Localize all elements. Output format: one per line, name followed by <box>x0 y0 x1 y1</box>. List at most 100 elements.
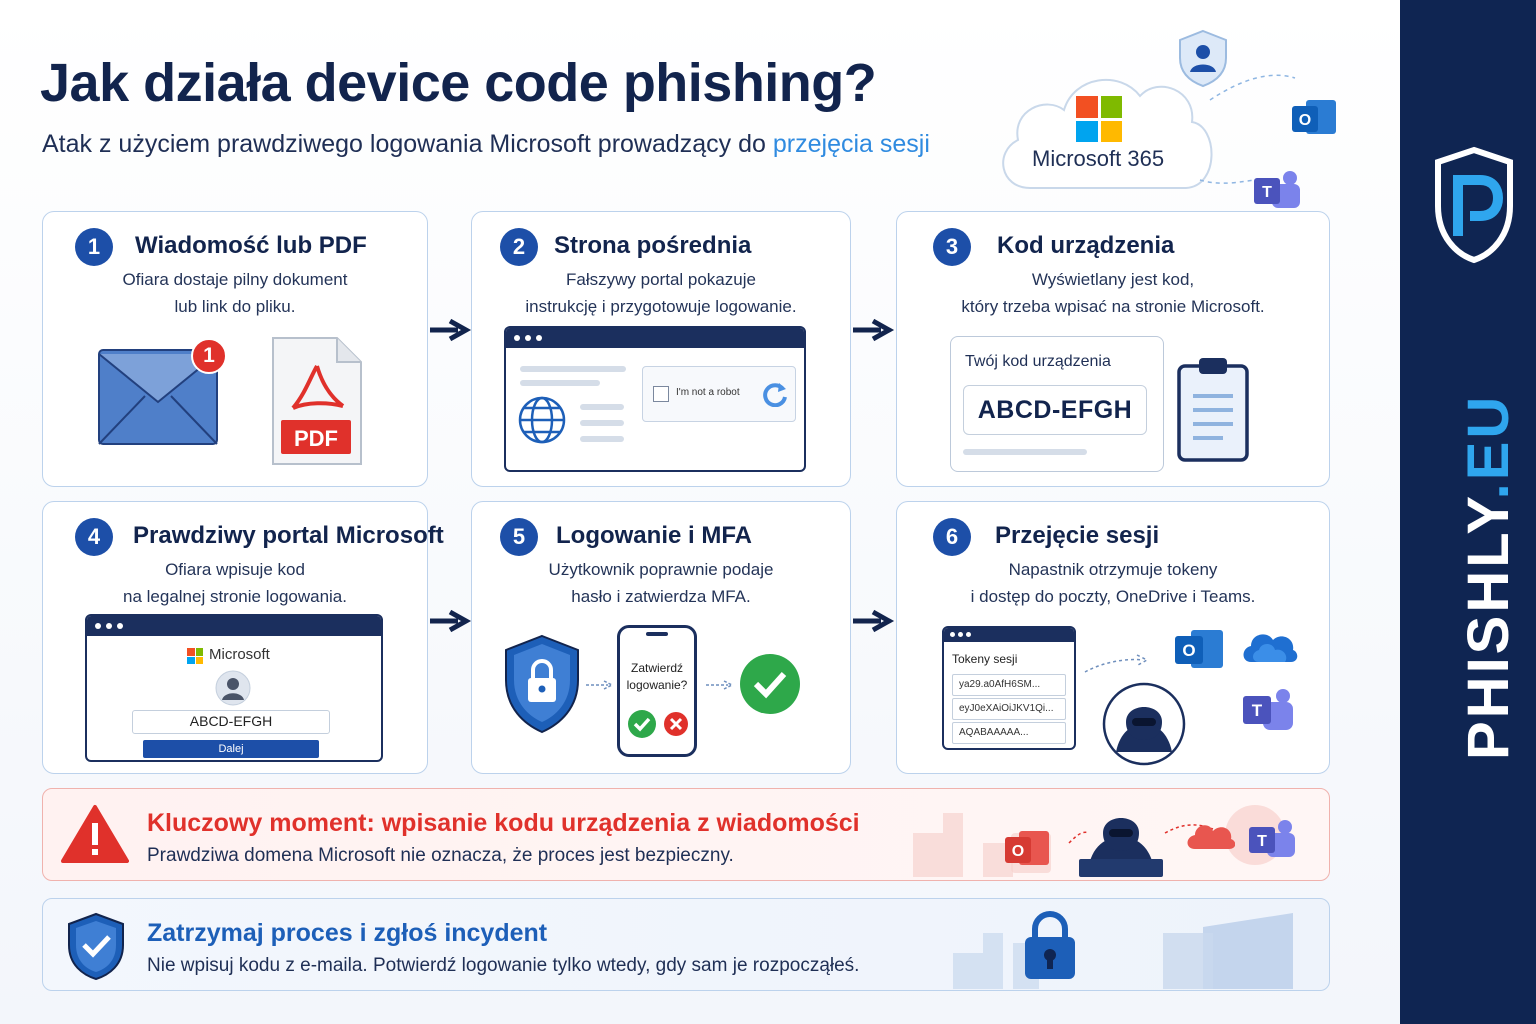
hacker-icon <box>1102 682 1186 766</box>
step-description: Napastnik otrzymuje tokeny i dostęp do p… <box>897 556 1329 610</box>
advice-title: Zatrzymaj proces i zgłoś incydent <box>147 919 548 947</box>
step-title: Przejęcie sesji <box>995 522 1160 549</box>
svg-text:T: T <box>1257 833 1267 850</box>
window-titlebar <box>944 628 1074 642</box>
fake-portal-window: I'm not a robot <box>504 326 806 472</box>
captcha-label: I'm not a robot <box>676 387 740 398</box>
placeholder-line <box>580 420 624 426</box>
phone-speaker <box>646 632 668 636</box>
dashed-arrow-icon <box>1084 654 1149 673</box>
outlook-icon: O <box>1292 100 1336 134</box>
approve-icon[interactable] <box>626 708 658 740</box>
step-description-line: na legalnej stronie logowania. <box>123 587 347 606</box>
step-description-line: Użytkownik poprawnie podaje <box>548 560 774 579</box>
page-subtitle: Atak z użyciem prawdziwego logowania Mic… <box>42 130 930 159</box>
step-description-line: Fałszywy portal pokazuje <box>566 270 756 289</box>
teams-icon: T <box>1249 820 1295 857</box>
step-description-line: instrukcję i przygotowuje logowanie. <box>525 297 797 316</box>
placeholder-line <box>580 404 624 410</box>
onedrive-icon <box>1243 634 1298 662</box>
advice-banner: Zatrzymaj proces i zgłoś incydent Nie wp… <box>42 898 1330 991</box>
step-card-3: 3 Kod urządzenia Wyświetlany jest kod, k… <box>896 211 1330 487</box>
phishly-logo-icon <box>1435 146 1513 264</box>
dashed-arrow-icon <box>586 680 614 690</box>
device-code-input[interactable]: ABCD-EFGH <box>132 710 330 734</box>
brand-tld: EU <box>1456 393 1521 481</box>
recaptcha-icon <box>763 383 787 407</box>
brand-name: PHISHLY <box>1456 499 1521 760</box>
step-card-6: 6 Przejęcie sesji Napastnik otrzymuje to… <box>896 501 1330 774</box>
step-number: 6 <box>933 518 971 556</box>
step-description: Użytkownik poprawnie podaje hasło i zatw… <box>472 556 850 610</box>
svg-text:O: O <box>1299 112 1311 129</box>
step-number: 1 <box>75 228 113 266</box>
step-card-1: 1 Wiadomość lub PDF Ofiara dostaje pilny… <box>42 211 428 487</box>
placeholder-line <box>520 380 600 386</box>
session-token: eyJ0eXAiOiJKV1Qi... <box>952 698 1066 720</box>
warning-text: Prawdziwa domena Microsoft nie oznacza, … <box>147 845 734 866</box>
step-description-line: Wyświetlany jest kod, <box>1031 270 1195 289</box>
warning-icon <box>61 805 129 863</box>
step-description-line: i dostęp do poczty, OneDrive i Teams. <box>970 587 1256 606</box>
subtitle-highlight: przejęcia sesji <box>772 130 930 158</box>
outlook-icon: O <box>1005 831 1049 865</box>
placeholder-line <box>963 449 1087 455</box>
flow-arrow-icon <box>853 318 895 342</box>
microsoft-brand-label: Microsoft <box>209 646 270 663</box>
session-token: AQABAAAAA... <box>952 722 1066 744</box>
captcha-box[interactable]: I'm not a robot <box>642 366 796 422</box>
flow-arrow-icon <box>430 318 472 342</box>
phone-mfa-prompt: Zatwierdź logowanie? <box>617 625 697 757</box>
step-description-line: Ofiara wpisuje kod <box>165 560 305 579</box>
warning-title: Kluczowy moment: wpisanie kodu urządzeni… <box>147 809 860 837</box>
step-title: Wiadomość lub PDF <box>135 232 367 259</box>
pdf-file-icon <box>272 337 362 465</box>
mfa-prompt-line: logowanie? <box>626 678 688 692</box>
page-title: Jak działa device code phishing? <box>40 53 877 113</box>
subtitle-prefix: Atak z użyciem prawdziwego logowania Mic… <box>42 130 773 158</box>
step-title: Logowanie i MFA <box>556 522 752 549</box>
globe-icon <box>518 396 566 444</box>
microsoft-365-cloud: Microsoft 365 O T <box>990 29 1350 210</box>
device-code-panel: Twój kod urządzenia ABCD-EFGH <box>950 336 1164 472</box>
step-card-2: 2 Strona pośrednia Fałszywy portal pokaz… <box>471 211 851 487</box>
window-titlebar <box>506 328 804 348</box>
warning-banner: Kluczowy moment: wpisanie kodu urządzeni… <box>42 788 1330 881</box>
svg-text:O: O <box>1182 641 1195 660</box>
step-description-line: hasło i zatwierdza MFA. <box>571 587 751 606</box>
svg-text:O: O <box>1012 843 1024 860</box>
session-token: ya29.a0AfH6SM... <box>952 674 1066 696</box>
outlook-icon: O <box>1175 630 1223 668</box>
lock-shield-icon <box>505 634 579 734</box>
clipboard-icon <box>1177 358 1249 462</box>
step-description-line: Ofiara dostaje pilny dokument <box>122 270 348 289</box>
step-description: Ofiara dostaje pilny dokument lub link d… <box>43 266 427 320</box>
step-description-line: który trzeba wpisać na stronie Microsoft… <box>961 297 1265 316</box>
svg-text:T: T <box>1262 184 1272 201</box>
step-title: Prawdziwy portal Microsoft <box>133 522 444 549</box>
onedrive-icon <box>1187 825 1235 849</box>
window-titlebar <box>87 616 381 636</box>
tokens-title: Tokeny sesji <box>952 652 1018 666</box>
step-number: 5 <box>500 518 538 556</box>
dashed-arrow-icon <box>706 680 734 690</box>
step-description-line: Napastnik otrzymuje tokeny <box>1008 560 1218 579</box>
avatar-icon <box>215 670 251 706</box>
placeholder-line <box>580 436 624 442</box>
teams-icon: T <box>1254 171 1300 208</box>
placeholder-line <box>520 366 626 372</box>
microsoft-logo-icon <box>187 648 203 664</box>
deny-icon[interactable] <box>662 710 690 738</box>
flow-arrow-icon <box>853 609 895 633</box>
captcha-checkbox[interactable] <box>653 386 669 402</box>
step-card-5: 5 Logowanie i MFA Użytkownik poprawnie p… <box>471 501 851 774</box>
step-number: 3 <box>933 228 971 266</box>
microsoft-login-window: Microsoft ABCD-EFGH Dalej <box>85 614 383 762</box>
check-shield-icon <box>68 912 124 981</box>
device-code-label: Twój kod urządzenia <box>965 353 1111 370</box>
success-check-icon <box>740 654 800 714</box>
next-button[interactable]: Dalej <box>143 740 319 758</box>
step-card-4: 4 Prawdziwy portal Microsoft Ofiara wpis… <box>42 501 444 774</box>
step-description: Fałszywy portal pokazuje instrukcję i pr… <box>472 266 850 320</box>
step-number: 2 <box>500 228 538 266</box>
